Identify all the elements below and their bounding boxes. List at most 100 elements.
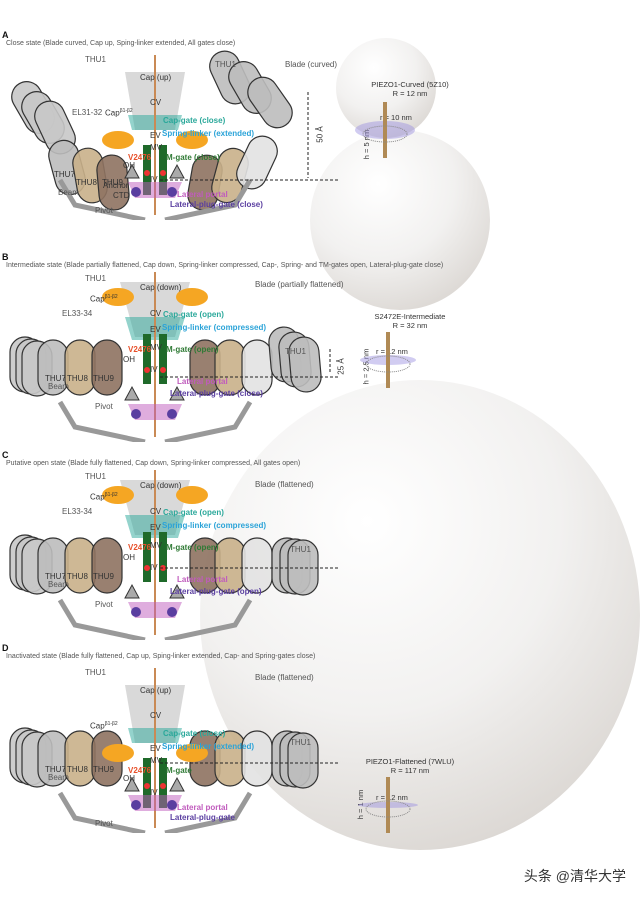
label-text: THU8 (67, 765, 88, 774)
label-cap-gate: Cap-gate (close) (163, 729, 225, 738)
label-text: Cap (105, 108, 120, 118)
label-beam: Beam (48, 382, 69, 391)
label-text: Pivot (95, 402, 113, 411)
label-lateral-portal: Lateral portal (177, 575, 228, 584)
label-text: Cap (90, 294, 105, 304)
label-mv: MV (150, 343, 162, 352)
label-spring: Spring-linker (compressed) (162, 521, 266, 530)
label-text: Beam (48, 382, 69, 391)
label-text: Lateral portal (177, 190, 228, 199)
label-beam: Beam (58, 188, 79, 197)
anchor-right (169, 163, 185, 179)
protein-structure (362, 125, 408, 143)
label-thu9: THU9 (93, 374, 114, 383)
blade-right-thu (287, 732, 319, 789)
label-text: EL31-32 (72, 108, 103, 117)
label-v2476: V2476 (128, 345, 151, 354)
label-cap: Cap (up) (140, 73, 171, 82)
label-text: THU7 (45, 572, 66, 581)
cap-beta-right (176, 288, 208, 306)
plug-left (131, 800, 141, 810)
label-text: Cap-gate (close) (163, 116, 226, 125)
label-iv: IV (150, 365, 158, 374)
label-text: OH (123, 553, 135, 562)
label-text: Pivot (95, 206, 113, 215)
label-beam: Beam (48, 580, 69, 589)
label-sup: β1-β2 (104, 294, 118, 300)
label-thu9: THU9 (102, 178, 123, 187)
label-text: Cap (down) (140, 481, 182, 490)
label-text: MV (150, 756, 162, 765)
thu9 (91, 537, 123, 594)
panel-letter: B (2, 252, 9, 262)
label-m-gate: M-gate (166, 766, 192, 775)
label-text: EV (150, 131, 161, 140)
label-beam: Beam (48, 773, 69, 782)
label-thu1-right: THU1 (215, 60, 236, 69)
label-pivot: Pivot (95, 600, 113, 609)
anchor-right (169, 583, 185, 599)
label-thu1-right: THU1 (285, 347, 306, 356)
structure-r: r = 12 nm (376, 793, 408, 802)
label-text: THU1 (85, 274, 106, 283)
label-text: M-gate (open) (166, 345, 219, 354)
label-text: Blade (flattened) (255, 480, 314, 489)
label-text: THU1 (290, 738, 311, 747)
label-text: CV (150, 507, 162, 516)
label-m-gate: M-gate (open) (166, 543, 218, 552)
label-cv: CV (150, 507, 161, 516)
anchor-left (124, 163, 140, 179)
label-pivot: Pivot (95, 206, 113, 215)
label-text: THU8 (67, 572, 88, 581)
label-cap-beta: Capβ1-β2 (90, 721, 118, 731)
label-text: EV (150, 325, 161, 334)
label-cap-beta: Capβ1-β2 (105, 108, 133, 118)
cap-beta-left (102, 288, 134, 306)
label-text: Lateral portal (177, 377, 228, 386)
label-text: Blade (flattened) (255, 673, 314, 682)
label-lateral-portal: Lateral portal (177, 190, 228, 199)
panel-title: Putative open state (Blade fully flatten… (6, 460, 301, 467)
label-text: Beam (48, 773, 69, 782)
label-thu8: THU8 (76, 178, 97, 187)
label-text: Spring-linker (extended) (162, 129, 255, 138)
channel-rod (386, 332, 390, 388)
label-text: THU1 (215, 60, 236, 69)
label-text: Cap-gate (close) (163, 729, 226, 738)
label-mv: MV (150, 756, 162, 765)
label-text: Blade (curved) (285, 60, 338, 69)
label-text: THU7 (45, 765, 66, 774)
plug-right (167, 607, 177, 617)
label-iv: IV (150, 563, 158, 572)
label-text: Pivot (95, 819, 113, 828)
v2476-left (144, 565, 150, 571)
label-el: EL33-34 (62, 507, 92, 516)
label-cap-gate: Cap-gate (close) (163, 116, 225, 125)
label-oh: OH (123, 161, 135, 170)
panel-diagram (9, 668, 340, 833)
label-text: Cap (down) (140, 283, 182, 292)
anchor-left (124, 583, 140, 599)
label-text: THU1 (85, 668, 106, 677)
label-el: EL31-32 (72, 108, 102, 117)
label-text: THU9 (93, 765, 114, 774)
label-lateral-portal: Lateral portal (177, 803, 228, 812)
label-ev: EV (150, 744, 161, 753)
label-text: THU8 (76, 178, 97, 187)
label-plug-gate: Lateral-plug-gate (close) (170, 200, 263, 209)
anchor-right (169, 776, 185, 792)
label-thu1-left: THU1 (85, 55, 106, 64)
plug-left (131, 607, 141, 617)
label-text: THU9 (93, 572, 114, 581)
label-text: EV (150, 523, 161, 532)
label-v2476: V2476 (128, 153, 151, 162)
label-text: Cap (90, 492, 105, 502)
label-thu7: THU7 (54, 170, 75, 179)
label-blade: Blade (curved) (285, 60, 337, 69)
label-thu8: THU8 (67, 374, 88, 383)
label-text: THU7 (45, 374, 66, 383)
structure-R: R = 117 nm (390, 766, 430, 775)
label-text: Cap (up) (140, 73, 172, 82)
